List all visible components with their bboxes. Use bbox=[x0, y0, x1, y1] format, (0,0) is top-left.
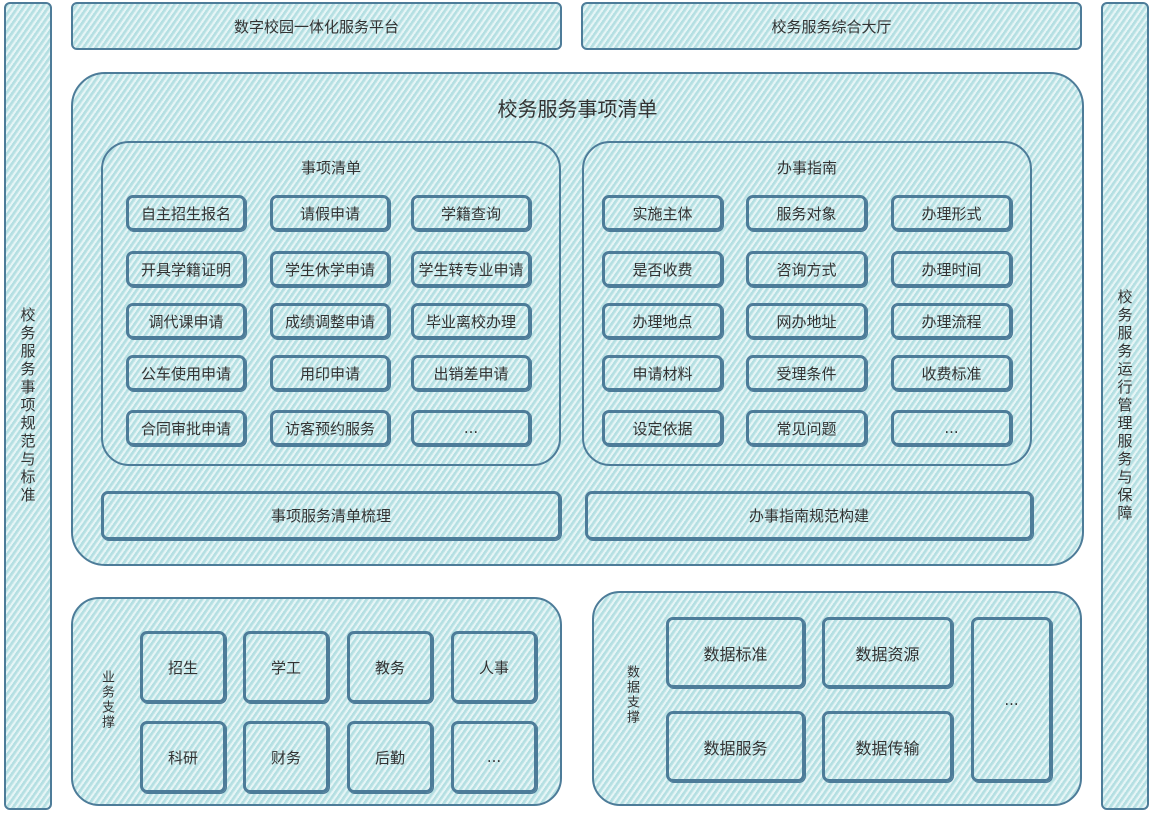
guide-item: 收费标准 bbox=[891, 355, 1012, 391]
business-item: 招生 bbox=[140, 631, 226, 703]
business-item: 后勤 bbox=[347, 721, 433, 793]
list-item: 调代课申请 bbox=[126, 303, 246, 339]
list-item: 用印申请 bbox=[270, 355, 390, 391]
list-sorting-box: 事项服务清单梳理 bbox=[101, 491, 561, 540]
list-item: 合同审批申请 bbox=[126, 410, 246, 446]
business-item: 教务 bbox=[347, 631, 433, 703]
left-bar-standards: 校务服务事项规范与标准 bbox=[4, 2, 52, 810]
guide-item: 是否收费 bbox=[602, 251, 723, 287]
list-item: 请假申请 bbox=[270, 195, 390, 231]
guide-item: 常见问题 bbox=[746, 410, 867, 446]
guide-item: 办理时间 bbox=[891, 251, 1012, 287]
list-item: 学生休学申请 bbox=[270, 251, 390, 287]
list-item: 学生转专业申请 bbox=[411, 251, 531, 287]
guide-panel-title: 办事指南 bbox=[776, 159, 837, 177]
data-item: 数据传输 bbox=[822, 711, 953, 782]
guide-item: ... bbox=[891, 410, 1012, 446]
list-item: 访客预约服务 bbox=[270, 410, 390, 446]
guide-item: 咨询方式 bbox=[746, 251, 867, 287]
data-support-label: 数据支撑 bbox=[624, 665, 639, 725]
list-item: 出销差申请 bbox=[411, 355, 531, 391]
right-bar-operations: 校务服务运行管理服务与保障 bbox=[1101, 2, 1149, 810]
business-item: 科研 bbox=[140, 721, 226, 793]
guide-item: 办理流程 bbox=[891, 303, 1012, 339]
guide-item: 受理条件 bbox=[746, 355, 867, 391]
business-item: 人事 bbox=[451, 631, 537, 703]
list-item: 成绩调整申请 bbox=[270, 303, 390, 339]
guide-item: 办理地点 bbox=[602, 303, 723, 339]
guide-item: 网办地址 bbox=[746, 303, 867, 339]
list-item: 自主招生报名 bbox=[126, 195, 246, 231]
list-item: 开具学籍证明 bbox=[126, 251, 246, 287]
list-panel-title: 事项清单 bbox=[300, 159, 361, 177]
data-item-more: ... bbox=[971, 617, 1052, 782]
list-item: ... bbox=[411, 410, 531, 446]
list-item: 毕业离校办理 bbox=[411, 303, 531, 339]
top-hall-box: 校务服务综合大厅 bbox=[581, 2, 1082, 50]
business-item: 学工 bbox=[243, 631, 329, 703]
guide-item: 服务对象 bbox=[746, 195, 867, 231]
data-item: 数据服务 bbox=[666, 711, 805, 782]
guide-item: 设定依据 bbox=[602, 410, 723, 446]
top-platform-box: 数字校园一体化服务平台 bbox=[71, 2, 562, 50]
guide-construction-box: 办事指南规范构建 bbox=[585, 491, 1033, 540]
guide-item: 申请材料 bbox=[602, 355, 723, 391]
guide-item: 实施主体 bbox=[602, 195, 723, 231]
service-list-title: 校务服务事项清单 bbox=[497, 97, 658, 121]
business-item: ... bbox=[451, 721, 537, 793]
data-item: 数据标准 bbox=[666, 617, 805, 688]
guide-item: 办理形式 bbox=[891, 195, 1012, 231]
data-item: 数据资源 bbox=[822, 617, 953, 688]
list-item: 公车使用申请 bbox=[126, 355, 246, 391]
list-item: 学籍查询 bbox=[411, 195, 531, 231]
business-support-label: 业务支撑 bbox=[99, 670, 114, 730]
business-item: 财务 bbox=[243, 721, 329, 793]
